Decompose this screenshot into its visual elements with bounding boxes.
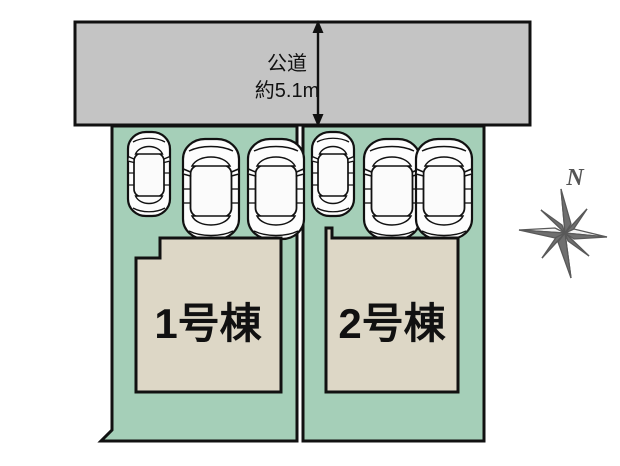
arrowhead-down-icon (312, 114, 324, 127)
road-polygon (73, 20, 532, 127)
building-1-footprint (134, 236, 283, 394)
building-2-label: 2号棟 (338, 300, 446, 347)
lot-2-car-center (362, 137, 422, 241)
lot-2-car-left (310, 130, 356, 218)
public-road-area (73, 20, 532, 127)
compass-point-e-dark (564, 232, 608, 240)
building-2-footprint (324, 226, 460, 394)
lot-2-car-right (414, 137, 474, 241)
compass-rose: N (518, 165, 608, 279)
compass-point-nw-dark (540, 209, 566, 234)
arrowhead-up-icon (312, 20, 324, 33)
compass-north-label: N (565, 165, 585, 191)
lot-1-car-left (126, 130, 172, 218)
compass-point-s-dark (557, 231, 572, 279)
compass-point-n-dark (560, 188, 572, 235)
road-label-group: 公道 約5.1m (255, 52, 319, 102)
compass-point-se-dark (564, 232, 590, 257)
building-2: 2号棟 (324, 226, 460, 394)
road-label-line1: 公道 (267, 52, 307, 75)
road-width-dimension (312, 20, 324, 127)
building-1: 1号棟 (134, 236, 283, 394)
road-label-line2: 約5.1m (255, 79, 319, 102)
building-1-label: 1号棟 (154, 300, 262, 347)
compass-point-w-dark (518, 229, 568, 239)
lot-1-car-center (181, 137, 241, 241)
lot-1-car-right (246, 137, 306, 241)
